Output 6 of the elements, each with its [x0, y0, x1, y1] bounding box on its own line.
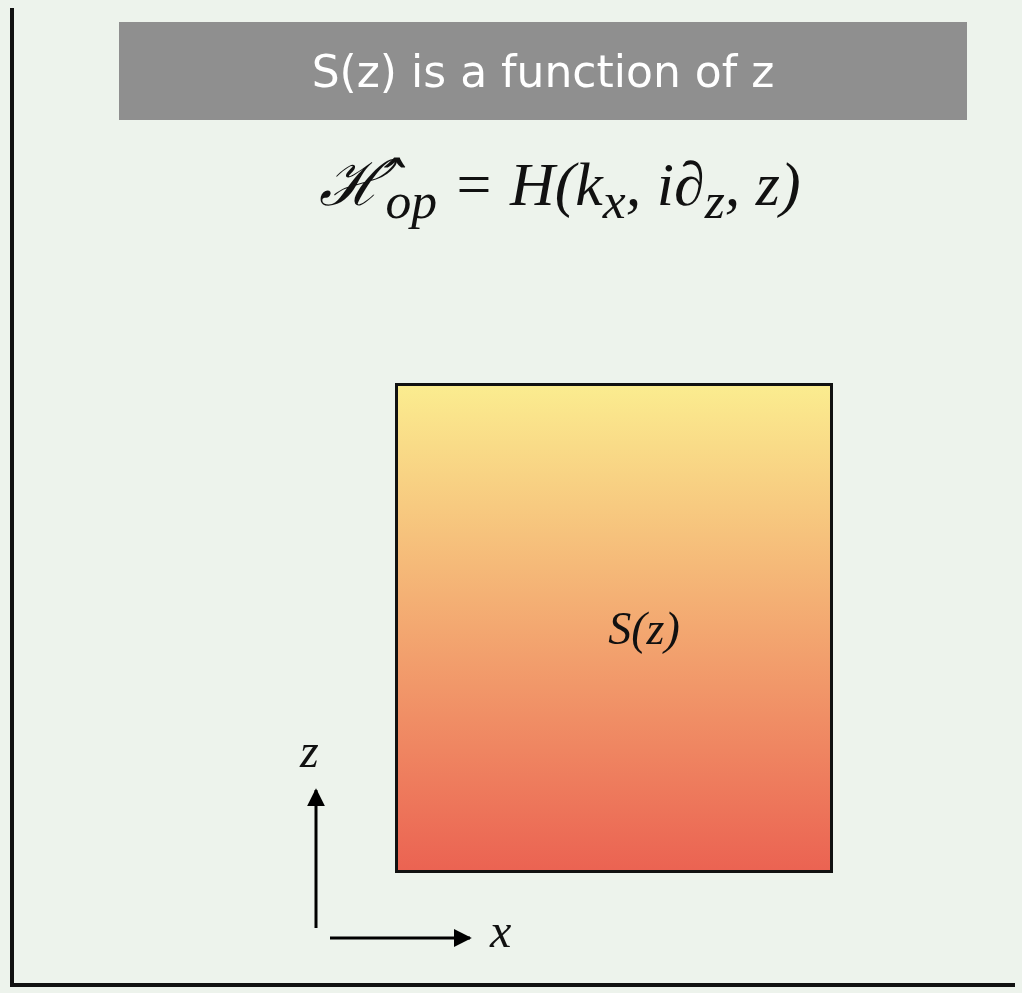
equation: ℋ̂$_{op}$ = H(k$_{x}$, i∂$_{z}$, z)	[318, 150, 802, 231]
axis-label: x	[490, 905, 512, 958]
region-label: S(z)	[608, 601, 680, 655]
region-box	[395, 383, 833, 873]
axis-label: z	[300, 725, 319, 778]
title-banner: S(z) is a function of z	[119, 22, 967, 120]
